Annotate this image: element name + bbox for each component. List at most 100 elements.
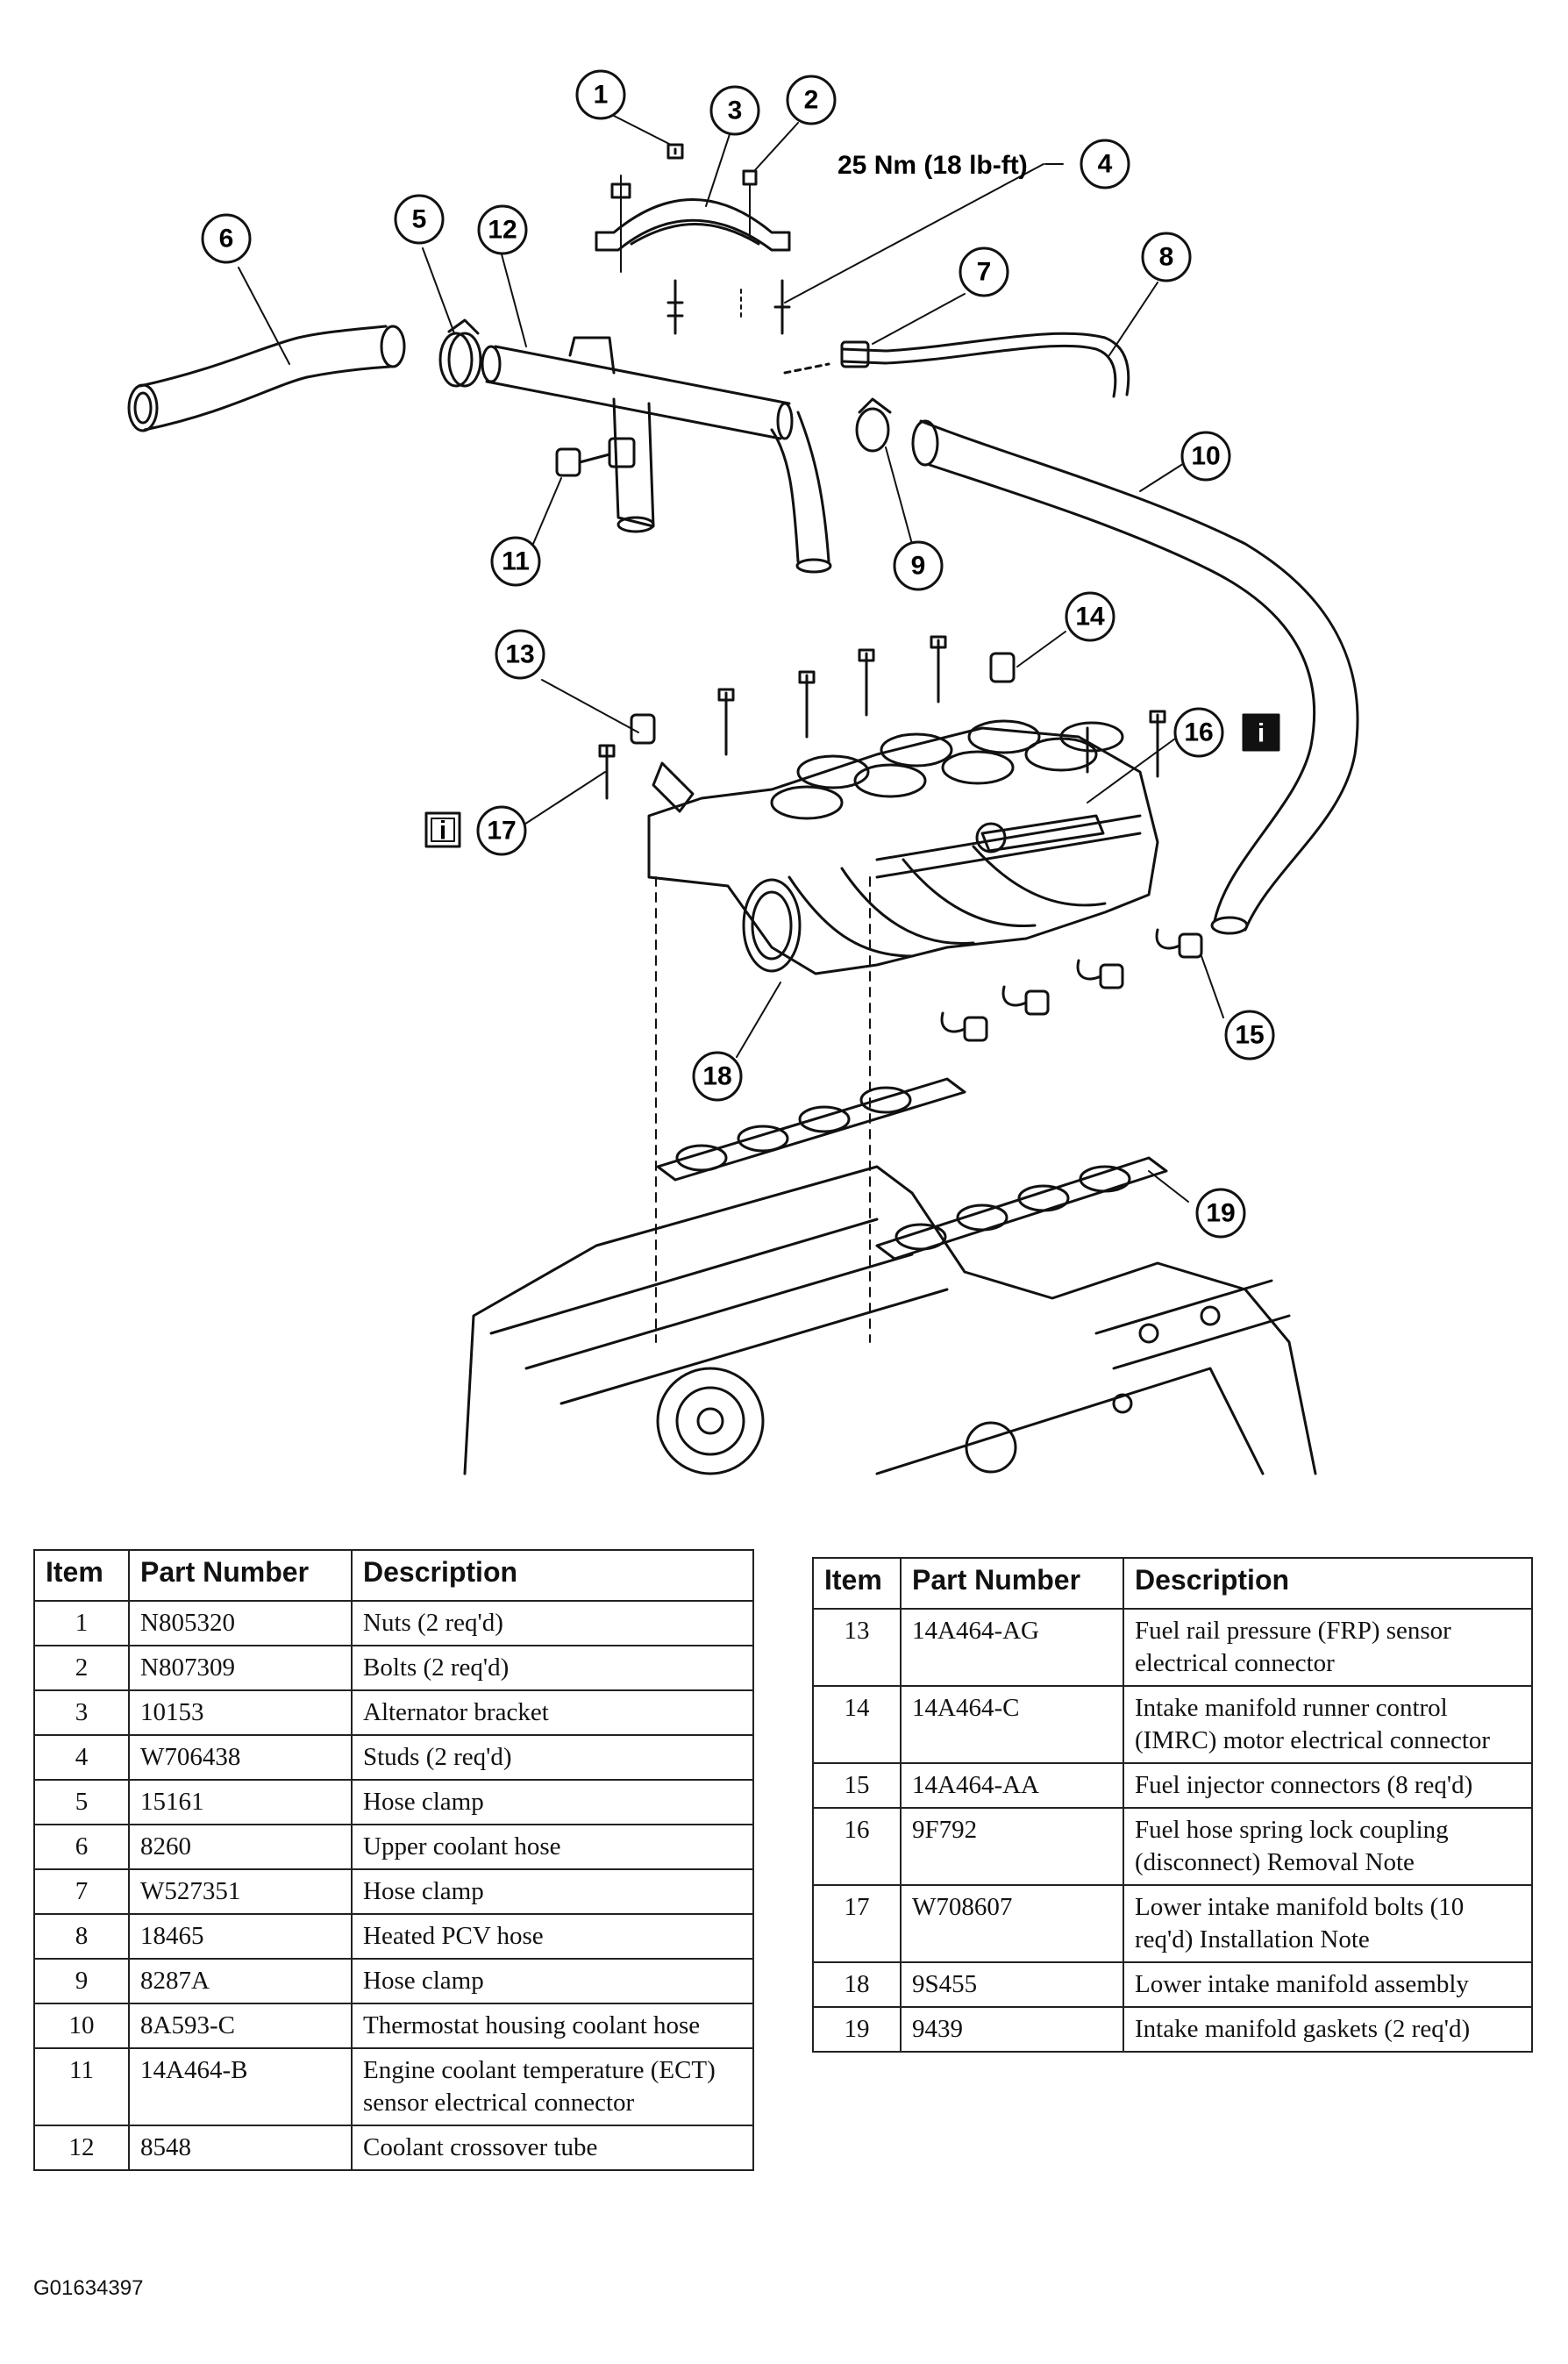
heated-pcv-hose xyxy=(783,332,1130,398)
description-cell: Fuel hose spring lock coupling (disconne… xyxy=(1123,1807,1533,1886)
lower-intake-manifold xyxy=(647,719,1159,975)
callout-7: 7 xyxy=(977,258,992,287)
item-cell: 19 xyxy=(812,2006,902,2053)
part-number-cell: 8A593-C xyxy=(128,2003,353,2049)
description-cell: Upper coolant hose xyxy=(351,1824,754,1870)
alternator-bracket xyxy=(595,143,791,335)
part-number-cell: N807309 xyxy=(128,1645,353,1691)
item-cell: 17 xyxy=(812,1884,902,1963)
figure-id: G01634397 xyxy=(33,2276,144,2300)
callout-10: 10 xyxy=(1191,442,1220,471)
part-number-cell: 8548 xyxy=(128,2125,353,2171)
item-cell: 6 xyxy=(33,1824,130,1870)
callout-4: 4 xyxy=(1098,150,1113,179)
item-cell: 3 xyxy=(33,1689,130,1736)
callout-16: 16 xyxy=(1184,718,1213,747)
part-number-cell: 15161 xyxy=(128,1779,353,1825)
item-cell: 5 xyxy=(33,1779,130,1825)
column-header: Item xyxy=(33,1549,130,1602)
column-header: Item xyxy=(812,1557,902,1610)
callout-3: 3 xyxy=(728,96,743,125)
callout-6: 6 xyxy=(219,225,234,254)
callout-14: 14 xyxy=(1075,603,1105,632)
item-cell: 4 xyxy=(33,1734,130,1781)
part-number-cell: 14A464-AG xyxy=(900,1608,1124,1687)
callout-1: 1 xyxy=(594,81,609,110)
part-number-cell: N805320 xyxy=(128,1600,353,1646)
manifold-bolts xyxy=(598,635,1166,1343)
column-header: Part Number xyxy=(900,1557,1124,1610)
callout-17: 17 xyxy=(487,817,516,846)
imrc-connector xyxy=(989,652,1016,683)
part-number-cell: 14A464-AA xyxy=(900,1762,1124,1809)
item-cell: 12 xyxy=(33,2125,130,2171)
description-cell: Engine coolant temperature (ECT) sensor … xyxy=(351,2047,754,2126)
description-cell: Hose clamp xyxy=(351,1868,754,1915)
description-cell: Hose clamp xyxy=(351,1779,754,1825)
engine-block xyxy=(463,1165,1317,1475)
callout-8: 8 xyxy=(1159,243,1174,272)
spring-lock-coupling xyxy=(975,814,1105,853)
callout-11: 11 xyxy=(502,547,530,576)
item-cell: 2 xyxy=(33,1645,130,1691)
callout-15: 15 xyxy=(1235,1021,1264,1050)
description-cell: Fuel injector connectors (8 req'd) xyxy=(1123,1762,1533,1809)
description-cell: Bolts (2 req'd) xyxy=(351,1645,754,1691)
callout-2: 2 xyxy=(804,86,819,115)
column-header: Part Number xyxy=(128,1549,353,1602)
callout-19: 19 xyxy=(1206,1199,1235,1228)
callout-circles xyxy=(201,69,1275,1239)
intake-manifold-gaskets xyxy=(656,1077,1168,1261)
description-cell: Intake manifold gaskets (2 req'd) xyxy=(1123,2006,1533,2053)
description-cell: Intake manifold runner control (IMRC) mo… xyxy=(1123,1685,1533,1764)
description-cell: Lower intake manifold assembly xyxy=(1123,1961,1533,2008)
exploded-view-diagram: 1 2 3 4 5 6 7 8 9 10 11 12 13 14 15 16 1… xyxy=(127,69,1359,1475)
item-cell: 16 xyxy=(812,1807,902,1886)
info-icons xyxy=(424,713,1280,848)
callout-9: 9 xyxy=(911,552,926,581)
part-number-cell: 18465 xyxy=(128,1913,353,1960)
description-cell: Lower intake manifold bolts (10 req'd) I… xyxy=(1123,1884,1533,1963)
fuel-injector-connectors xyxy=(940,928,1203,1042)
description-cell: Hose clamp xyxy=(351,1958,754,2004)
description-cell: Thermostat housing coolant hose xyxy=(351,2003,754,2049)
callout-18: 18 xyxy=(702,1062,731,1091)
item-cell: 11 xyxy=(33,2047,130,2126)
part-number-cell: 9S455 xyxy=(900,1961,1124,2008)
item-cell: 18 xyxy=(812,1961,902,2008)
hose-clamp-9 xyxy=(855,397,892,453)
part-number-cell: 8260 xyxy=(128,1824,353,1870)
upper-coolant-hose xyxy=(127,325,406,432)
description-cell: Fuel rail pressure (FRP) sensor electric… xyxy=(1123,1608,1533,1687)
part-number-cell: 14A464-C xyxy=(900,1685,1124,1764)
callout-12: 12 xyxy=(488,216,517,245)
item-cell: 1 xyxy=(33,1600,130,1646)
part-number-cell: 10153 xyxy=(128,1689,353,1736)
frp-connector xyxy=(630,713,695,813)
column-header: Description xyxy=(351,1549,754,1602)
callout-5: 5 xyxy=(412,205,427,234)
torque-spec: 25 Nm (18 lb-ft) xyxy=(837,151,1028,180)
description-cell: Nuts (2 req'd) xyxy=(351,1600,754,1646)
callout-13: 13 xyxy=(505,640,534,669)
